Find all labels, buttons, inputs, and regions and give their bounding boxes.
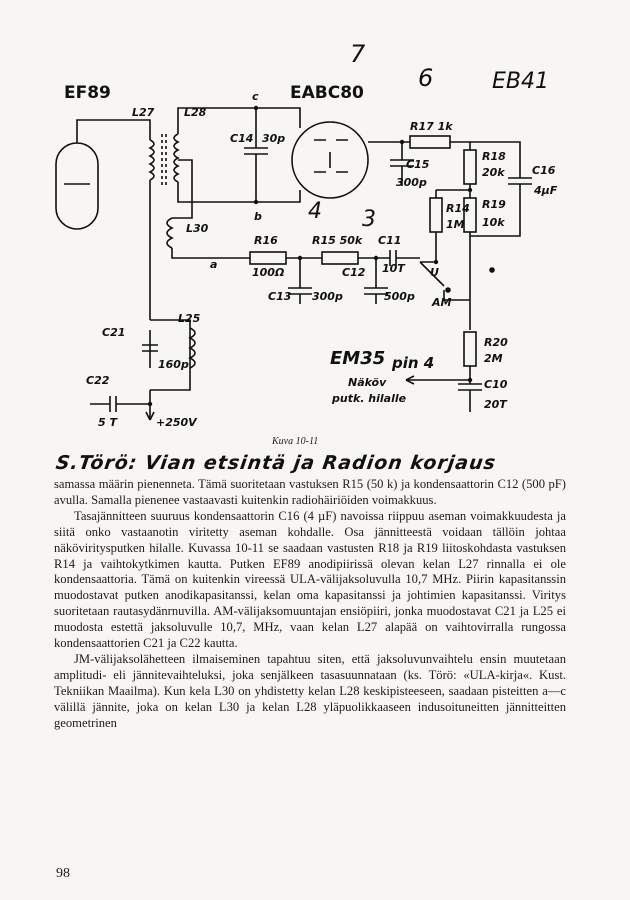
r14-resistor (429, 197, 443, 233)
label-node-a: a (210, 258, 217, 271)
label-node-c: c (252, 90, 259, 103)
label-c16: C16 (532, 164, 556, 177)
label-r19-value: 10k (482, 216, 505, 229)
label-c21: C21 (102, 326, 125, 339)
label-putk-hilalle: putk. hilalle (331, 392, 407, 405)
label-r18-value: 20k (482, 166, 505, 179)
ef89-tube-symbol (55, 142, 99, 230)
label-ef89: EF89 (64, 83, 111, 103)
label-l25: L25 (178, 312, 201, 325)
r19-resistor (463, 197, 477, 233)
handwritten-7: 7 (350, 40, 366, 68)
handwritten-6: 6 (418, 64, 433, 92)
page-number: 98 (56, 866, 70, 881)
label-c12: C12 (342, 266, 366, 279)
c14-capacitor (244, 108, 268, 202)
label-c21-value: 160p (158, 358, 189, 371)
l30-coil (166, 217, 174, 249)
label-r16-value: 100Ω (252, 266, 284, 279)
eabc80-tube-symbol (291, 121, 369, 199)
label-c13: C13 (268, 290, 292, 303)
label-c22-value: 5 T (98, 416, 118, 429)
label-node-b: b (254, 210, 262, 223)
handwritten-3: 3 (362, 207, 376, 232)
body-text: samassa määrin pienenneta. Tämä suoritet… (54, 477, 566, 732)
r20-resistor (463, 331, 477, 367)
schematic-wires (55, 107, 532, 421)
label-l30: L30 (186, 222, 209, 235)
label-r15: R15 50k (312, 234, 363, 247)
l28-coil (173, 133, 180, 183)
label-c13-value: 300p (312, 290, 343, 303)
l27-coil (148, 139, 155, 181)
c11-capacitor (389, 250, 420, 266)
handwritten-book-title: S.Törö: Vian etsintä ja Radion korjaus (54, 452, 498, 474)
label-c10-value: 20T (484, 398, 508, 411)
label-r20: R20 (484, 336, 508, 349)
c22-capacitor (90, 396, 150, 412)
figure-caption: Kuva 10-11 (272, 436, 319, 447)
paragraph-1: samassa määrin pienenneta. Tämä suoritet… (54, 477, 566, 507)
r16-resistor (249, 251, 287, 265)
label-r19: R19 (482, 198, 506, 211)
label-c11: C11 (378, 234, 401, 247)
label-r14: R14 (446, 202, 470, 215)
handwritten-eb41: EB41 (492, 69, 549, 94)
c12-capacitor (364, 258, 388, 304)
label-c15-value: 300p (396, 176, 427, 189)
label-r16: R16 (254, 234, 278, 247)
c16-capacitor (470, 141, 532, 237)
switch-u-am (419, 261, 445, 287)
label-eabc80: EABC80 (290, 83, 364, 103)
schematic-junctions (147, 105, 473, 407)
label-switch-am: AM (431, 296, 452, 309)
label-c11-value: 10T (382, 262, 406, 275)
l25-coil (188, 327, 196, 369)
handwritten-pin4: pin 4 (391, 354, 434, 372)
paragraph-3: JM-välijaksolähetteen ilmaiseminen tapah… (54, 651, 566, 730)
label-l27: L27 (132, 106, 155, 119)
handwritten-em35: EM35 (330, 348, 385, 369)
paragraph-2: Tasajännitteen suuruus kondensaattorin C… (54, 508, 566, 651)
label-nakov: Näköv (348, 376, 387, 389)
c21-capacitor (142, 330, 158, 368)
label-c12-value: 500p (384, 290, 415, 303)
label-c10: C10 (484, 378, 508, 391)
c13-capacitor (288, 258, 312, 304)
c10-capacitor (458, 366, 482, 412)
label-l28: L28 (184, 106, 207, 119)
handwritten-4: 4 (308, 199, 322, 224)
label-switch-u: U (430, 266, 439, 279)
circuit-schematic: EF89 EABC80 EB41 7 6 4 3 L27 L28 c C14 3… (55, 40, 558, 429)
label-c14: C14 (230, 132, 253, 145)
label-c15: C15 (406, 158, 430, 171)
r17-resistor (409, 135, 451, 149)
label-c22: C22 (86, 374, 110, 387)
label-supply-voltage: +250V (156, 416, 198, 429)
label-c14-value: 30p (262, 132, 285, 145)
label-r17: R17 1k (410, 120, 453, 133)
r15-resistor (321, 251, 359, 265)
label-c16-value: 4µF (533, 184, 558, 197)
r18-resistor (463, 149, 477, 185)
label-r18: R18 (482, 150, 506, 163)
label-r14-value: 1M (446, 218, 465, 231)
label-r20-value: 2M (484, 352, 503, 365)
